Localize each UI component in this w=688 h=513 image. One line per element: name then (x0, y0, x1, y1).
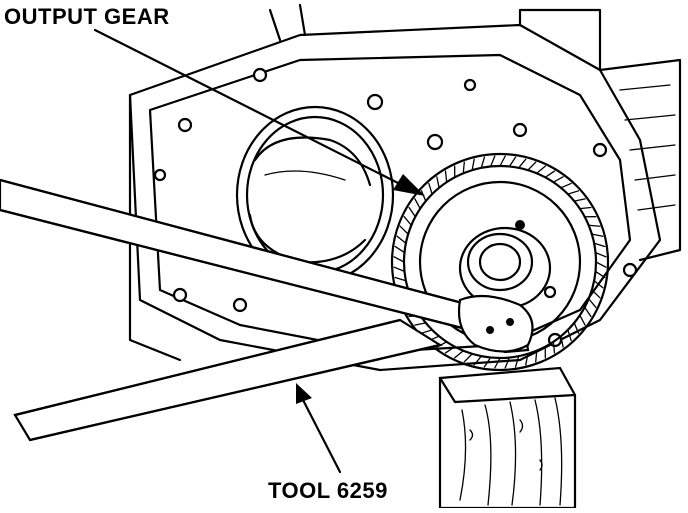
output-gear-leader-arrow (93, 28, 425, 196)
tool-6259-label: TOOL 6259 (268, 478, 388, 503)
output-gear-label: OUTPUT GEAR (4, 4, 170, 29)
transfer-case-housing (128, 3, 682, 372)
output-shaft-hub (458, 220, 557, 310)
housing-bolts (153, 67, 638, 348)
tool-leader-arrow (296, 383, 342, 474)
tool-6259-lower-bar (13, 318, 443, 442)
tool-6259-bar (0, 178, 534, 354)
wood-block (438, 366, 577, 510)
